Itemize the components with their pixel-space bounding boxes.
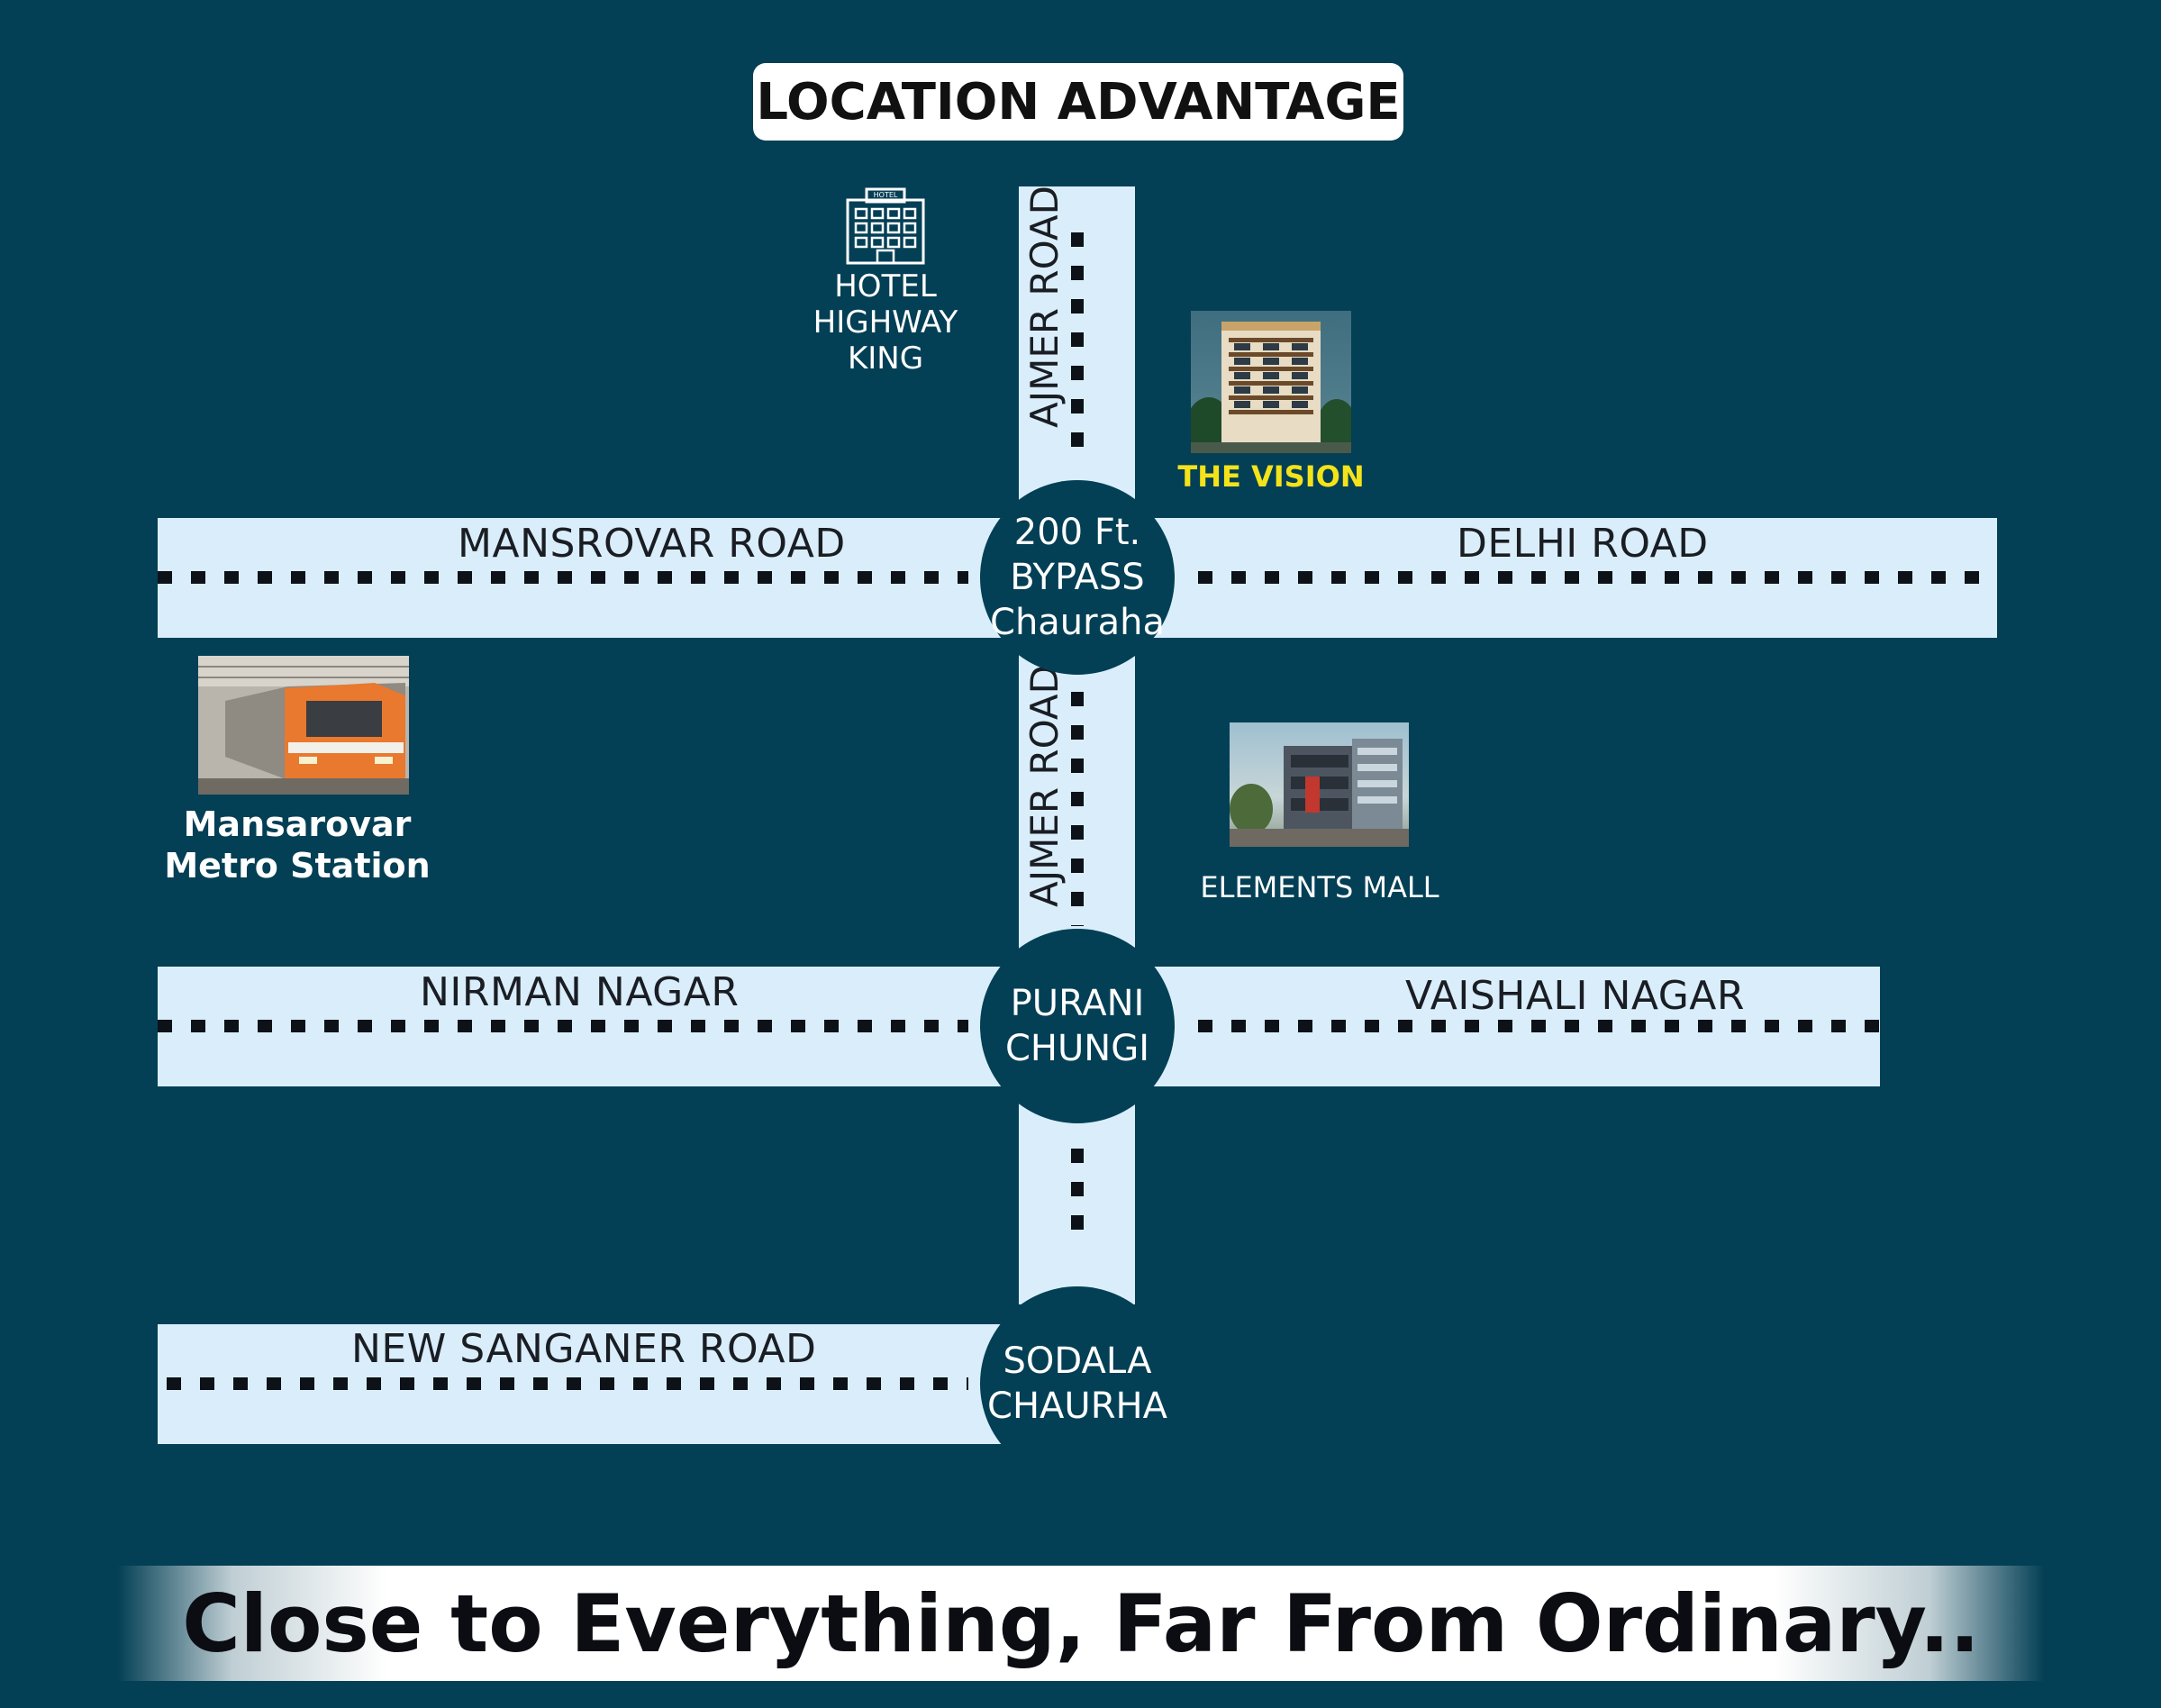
ajmer-road-lower-dashes <box>1071 1149 1084 1239</box>
ajmer-road-top-label: AJMER ROAD <box>1022 185 1067 428</box>
junction-purani-chungi: PURANI CHUNGI <box>980 929 1175 1123</box>
vaishali-nagar-dashes <box>1198 1020 1880 1032</box>
mansarovar-metro-station-label: Mansarovar Metro Station <box>164 804 431 886</box>
the-vision-label: THE VISION <box>1177 459 1365 494</box>
mansrovar-road-dashes <box>158 571 968 584</box>
elements-mall-label: ELEMENTS MALL <box>1200 870 1439 904</box>
ajmer-road-middle-label: AJMER ROAD <box>1022 664 1067 907</box>
mansrovar-road-label: MANSROVAR ROAD <box>458 521 846 567</box>
nirman-nagar-dashes <box>158 1020 968 1032</box>
hotel-highway-king-label: HOTEL HIGHWAY KING <box>813 268 958 377</box>
page-title: LOCATION ADVANTAGE <box>753 63 1403 141</box>
vaishali-nagar-label: VAISHALI NAGAR <box>1405 973 1745 1019</box>
hotel-sign-text: HOTEL <box>873 191 898 199</box>
junction-200ft-bypass-chauraha: 200 Ft. BYPASS Chauraha <box>980 480 1175 675</box>
new-sanganer-dashes <box>167 1377 968 1390</box>
hotel-building-icon: HOTEL <box>845 187 926 265</box>
junction-sodala-chaurha: SODALA CHAURHA <box>980 1286 1175 1481</box>
ajmer-road-top-dashes <box>1071 232 1084 458</box>
elements-mall-image <box>1230 722 1409 847</box>
metro-train-image <box>198 656 409 795</box>
delhi-road-dashes <box>1198 571 1997 584</box>
new-sanganer-road-label: NEW SANGANER ROAD <box>351 1326 817 1372</box>
delhi-road-label: DELHI ROAD <box>1457 521 1709 567</box>
footer-tagline: Close to Everything, Far From Ordinary.. <box>117 1566 2045 1681</box>
the-vision-building-image <box>1191 311 1351 453</box>
nirman-nagar-label: NIRMAN NAGAR <box>420 969 740 1015</box>
ajmer-road-middle-dashes <box>1071 692 1084 926</box>
